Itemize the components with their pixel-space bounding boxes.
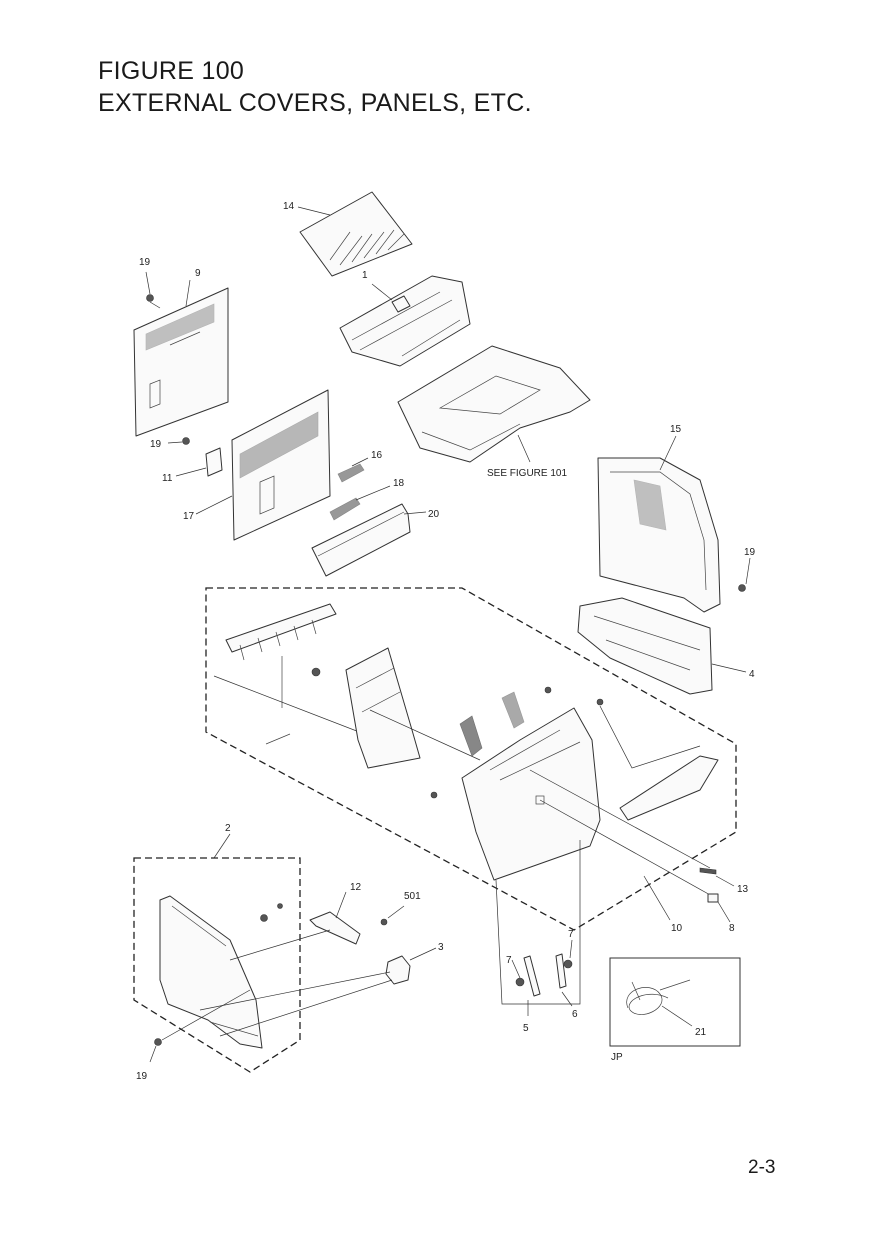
callout-19-d: 19 xyxy=(136,1071,148,1082)
see-figure-note: SEE FIGURE 101 xyxy=(487,468,567,479)
callout-21: 21 xyxy=(695,1027,707,1038)
part-19-screw-bottom xyxy=(149,989,251,1063)
callout-4: 4 xyxy=(749,669,755,680)
page-number: 2-3 xyxy=(748,1157,776,1178)
callout-1: 1 xyxy=(362,270,368,281)
part-19-screw-mid xyxy=(167,437,190,445)
part-10-front-cover xyxy=(461,707,601,881)
callout-20: 20 xyxy=(428,509,440,520)
part-21-cable xyxy=(626,979,693,1027)
top-cover-assembly xyxy=(397,345,591,463)
callout-19-c: 19 xyxy=(744,547,756,558)
part-5-lever xyxy=(511,955,541,1016)
callout-11: 11 xyxy=(162,473,173,484)
part-14-output-tray xyxy=(297,191,413,277)
paper-guide-part xyxy=(311,647,421,769)
jp-inset-box xyxy=(609,957,741,1047)
part-15-side-cover xyxy=(597,435,721,613)
figure-title: EXTERNAL COVERS, PANELS, ETC. xyxy=(98,89,532,117)
part-1-upper-frame xyxy=(339,275,471,367)
side-tray-part xyxy=(619,755,719,821)
callout-13: 13 xyxy=(737,884,749,895)
part-19-screw-right xyxy=(738,557,751,592)
part-20-guide xyxy=(311,503,427,577)
callout-9: 9 xyxy=(195,268,201,279)
callout-14: 14 xyxy=(283,201,295,212)
callout-7-a: 7 xyxy=(506,955,512,966)
leader-5-6-bracket xyxy=(495,840,581,1005)
part-6-lever xyxy=(555,939,573,1007)
callout-2: 2 xyxy=(225,823,231,834)
callout-15: 15 xyxy=(670,424,682,435)
callout-10: 10 xyxy=(671,923,683,934)
callout-18: 18 xyxy=(393,478,405,489)
part-8-pad xyxy=(539,799,731,923)
callout-19-a: 19 xyxy=(139,257,151,268)
callout-6: 6 xyxy=(572,1009,578,1020)
callout-8: 8 xyxy=(729,923,735,934)
part-12-hinge xyxy=(229,891,361,961)
assembly-10-boundary xyxy=(205,587,737,931)
callout-16: 16 xyxy=(371,450,383,461)
part-9-rear-panel xyxy=(133,279,229,437)
callout-501: 501 xyxy=(404,891,421,902)
frame-rail-part xyxy=(213,603,381,745)
inset-label-jp: JP xyxy=(611,1052,623,1063)
callout-5: 5 xyxy=(523,1023,529,1034)
part-16-latch xyxy=(337,457,369,483)
figure-number: FIGURE 100 xyxy=(98,57,245,85)
callout-19-b: 19 xyxy=(150,439,162,450)
part-11-bracket xyxy=(175,447,223,477)
callout-3: 3 xyxy=(438,942,444,953)
part-3-connector xyxy=(199,947,437,1037)
part-13-pin xyxy=(529,769,735,887)
leader-10 xyxy=(643,875,671,921)
part-18-latch xyxy=(329,485,391,521)
part-501-screw xyxy=(380,905,405,926)
callout-7-b: 7 xyxy=(568,929,574,940)
callout-17: 17 xyxy=(183,511,195,522)
part-4-base-bracket xyxy=(577,597,747,695)
gear-parts xyxy=(369,686,701,799)
assembly-2-boundary xyxy=(133,857,301,1073)
callout-12: 12 xyxy=(350,882,362,893)
part-17-rear-panel xyxy=(195,389,331,541)
part-19-screw xyxy=(145,271,161,309)
part-2-side-cover xyxy=(159,895,283,1049)
